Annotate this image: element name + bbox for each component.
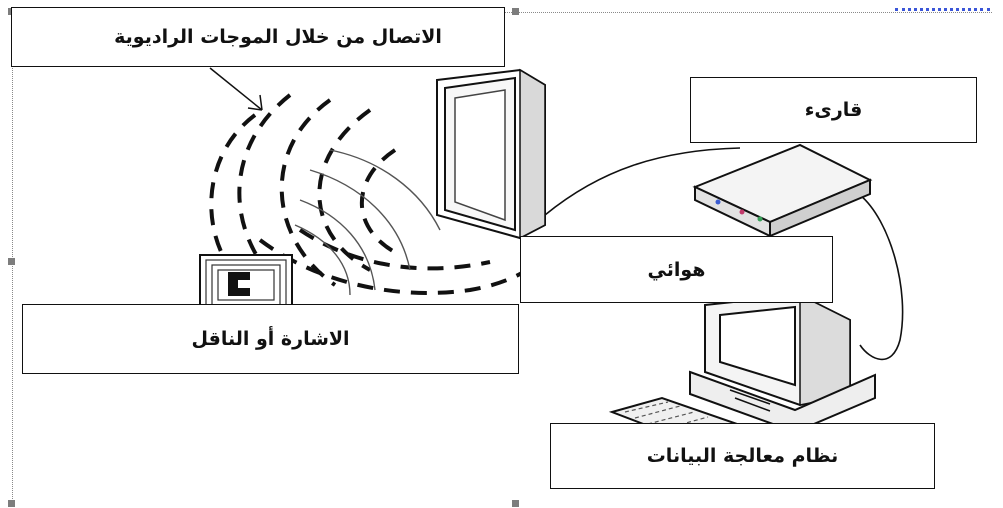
antenna-icon — [436, 68, 546, 240]
reader-label-text: قارىء — [804, 99, 863, 121]
antenna-reader-cable — [544, 147, 741, 216]
computer-icon — [689, 293, 876, 434]
tag-label-text: الاشارة أو الناقل — [191, 328, 350, 350]
selection-dots — [895, 0, 990, 11]
antenna-label: هوائي — [520, 236, 833, 303]
radio-wave-innermost — [359, 148, 401, 257]
reader-computer-cable — [859, 194, 904, 361]
reader-device-icon — [692, 143, 873, 238]
radio-waves-label-text: الاتصال من خلال الموجات الراديوية — [114, 26, 442, 48]
data-system-label-text: نظام معالجة البيانات — [646, 445, 839, 467]
radio-waves-label: الاتصال من خلال الموجات الراديوية — [11, 7, 505, 67]
resize-handle-bottom-left[interactable] — [8, 500, 15, 507]
selection-frame-top — [517, 12, 992, 13]
field-lines — [294, 149, 441, 296]
radio-wave-lower-2 — [298, 228, 491, 271]
radio-arrow — [209, 67, 263, 111]
resize-handle-bottom-middle[interactable] — [512, 500, 519, 507]
antenna-label-text: هوائي — [647, 258, 706, 281]
tag-label: الاشارة أو الناقل — [22, 304, 519, 374]
radio-wave-2 — [279, 98, 337, 287]
resize-handle-top-middle[interactable] — [512, 8, 519, 15]
cables — [544, 147, 904, 361]
reader-label: قارىء — [690, 77, 977, 143]
resize-handle-middle-left[interactable] — [8, 258, 15, 265]
data-system-label: نظام معالجة البيانات — [550, 423, 935, 489]
